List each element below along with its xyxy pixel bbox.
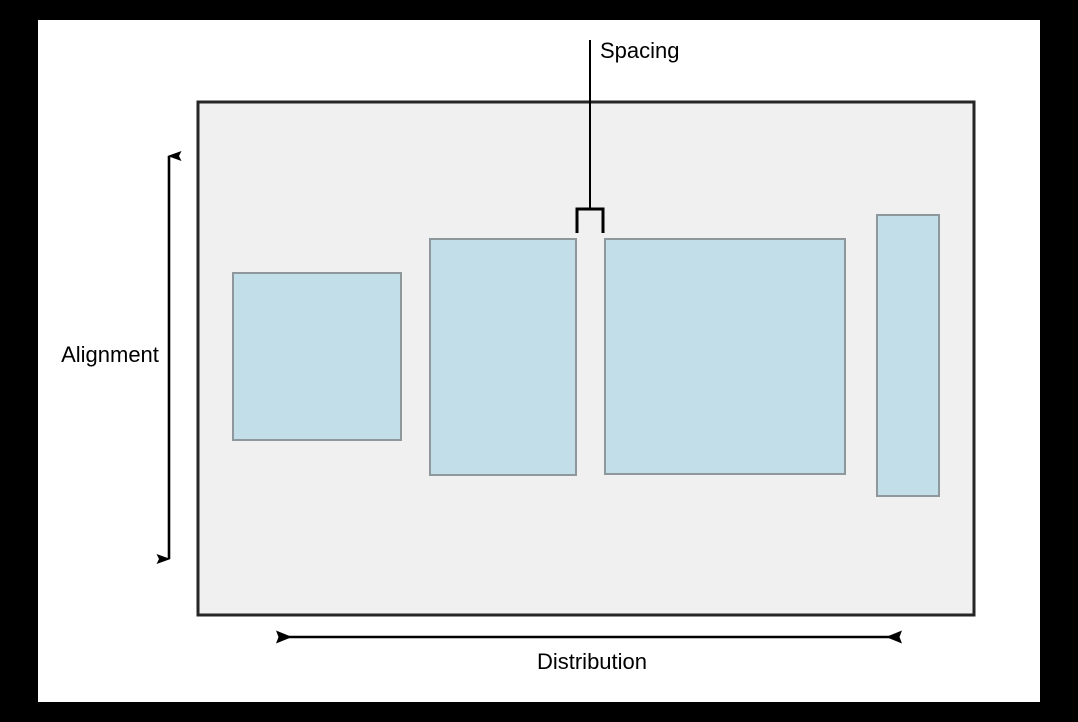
spacing-label: Spacing [600, 38, 680, 63]
box-1[interactable] [232, 272, 402, 441]
alignment-label: Alignment [61, 342, 159, 367]
box-2[interactable] [429, 238, 577, 476]
box-3[interactable] [604, 238, 846, 475]
box-4[interactable] [876, 214, 940, 497]
distribution-label: Distribution [537, 649, 647, 674]
